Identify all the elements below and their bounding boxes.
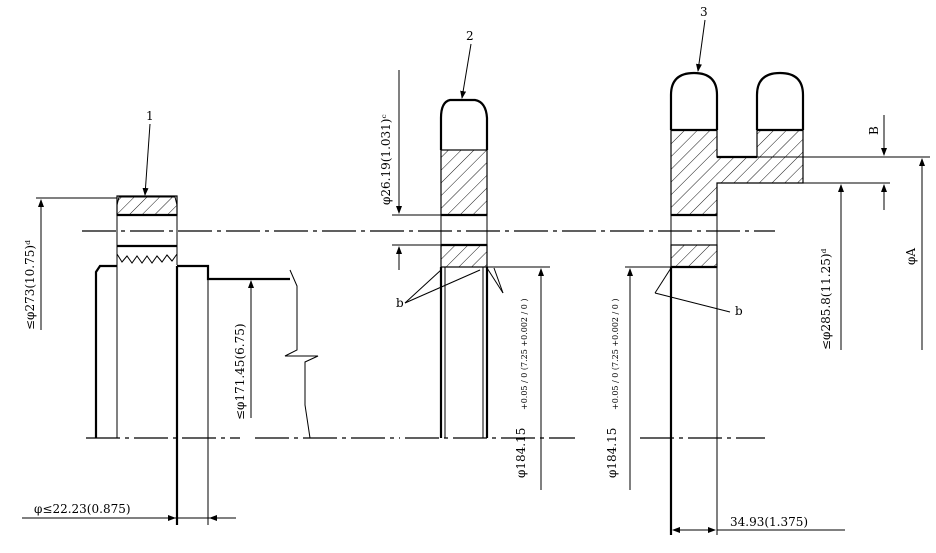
dimension-34-93: 34.93(1.375): [730, 515, 808, 529]
dimension-285-8: ≤φ285.8(11.25)ᵈ: [819, 248, 833, 350]
dimension-texts: ≤φ273(10.75)ᵈ ≤φ171.45(6.75) φ≤22.23(0.8…: [23, 114, 918, 529]
dimension-171-45: ≤φ171.45(6.75): [233, 323, 247, 420]
dimension-A-label: φA: [904, 248, 918, 265]
dimension-B-label: B: [867, 126, 881, 135]
b-label-left: b: [396, 296, 404, 310]
dimension-lines: [22, 70, 930, 533]
dimension-184-15-a: φ184.15: [514, 428, 528, 478]
part-labels: 1 2 3 b b: [142, 5, 743, 318]
part-2-sprocket: [439, 98, 489, 438]
part-3-label: 3: [700, 5, 708, 19]
dimension-273: ≤φ273(10.75)ᵈ: [23, 240, 37, 330]
center-lines: [82, 230, 775, 439]
part-1-sprocket: [94, 195, 319, 525]
dimension-184-15-a-tolerance: +0.05 / 0 (7.25 +0.002 / 0 ): [520, 298, 529, 410]
part-3-sprocket: [669, 71, 805, 535]
dimension-26-19: φ26.19(1.031)ᶜ: [379, 114, 393, 205]
dimension-184-15-b: φ184.15: [605, 428, 619, 478]
part-2-label: 2: [466, 29, 474, 43]
dimension-22-23: φ≤22.23(0.875): [34, 502, 131, 516]
b-label-right: b: [735, 304, 743, 318]
part-1-label: 1: [146, 109, 154, 123]
dimension-184-15-b-tolerance: +0.05 / 0 (7.25 +0.002 / 0 ): [611, 298, 620, 410]
